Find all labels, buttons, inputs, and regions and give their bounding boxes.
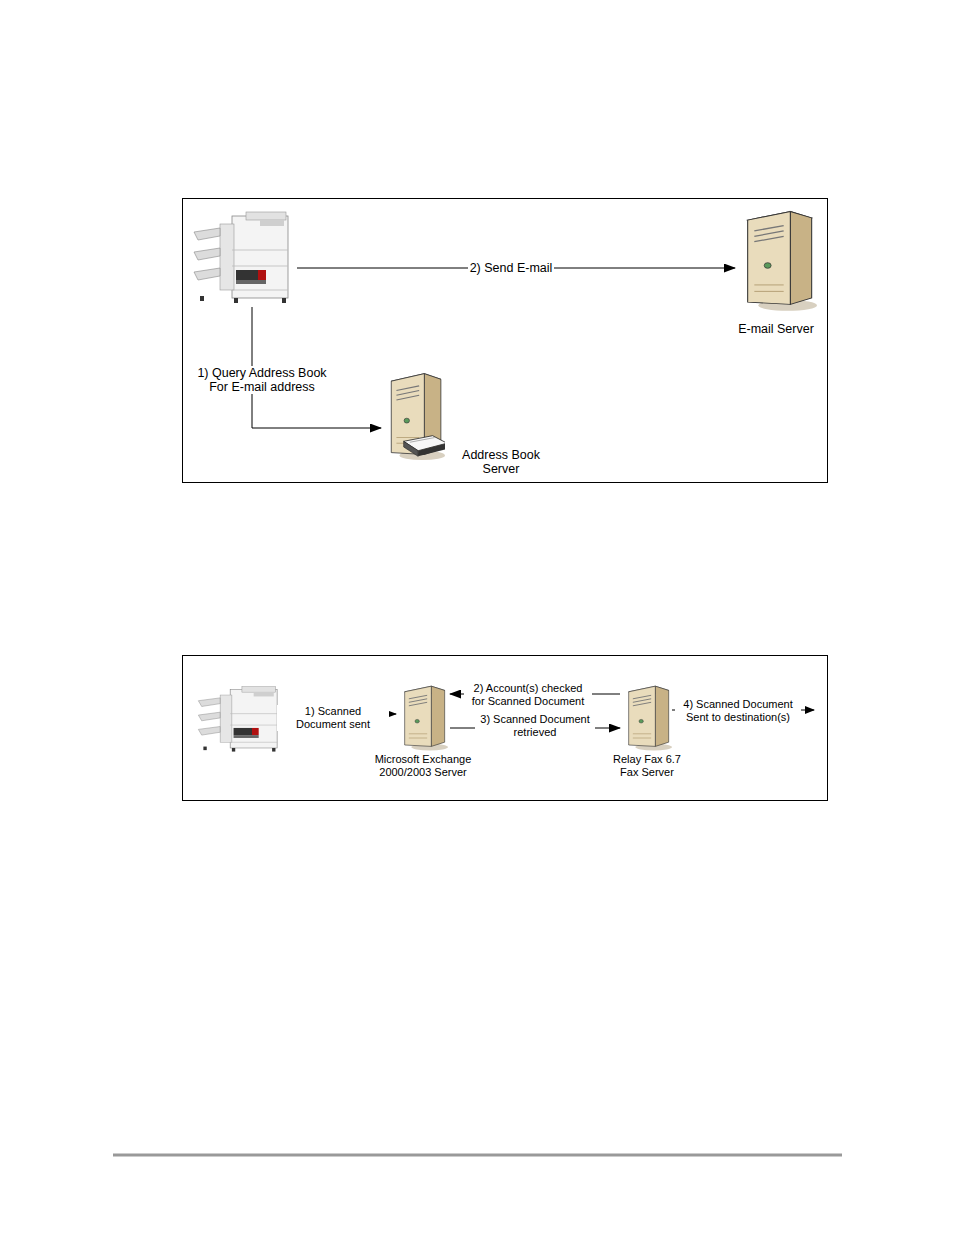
- arrow-label: 4) Scanned Document Sent to destination(…: [675, 698, 801, 723]
- server-icon: [737, 205, 817, 313]
- printer-node: [190, 210, 295, 305]
- panel-frame: [183, 199, 828, 483]
- server-node: Microsoft Exchange 2000/2003 Server: [398, 682, 448, 752]
- edge-label: 1) Scanned Document sent: [277, 705, 389, 730]
- server-icon: [398, 682, 448, 752]
- edge-label: 2) Account(s) checked for Scanned Docume…: [464, 682, 592, 707]
- edge-label: 1) Query Address Book For E-mail address: [186, 366, 338, 395]
- server-label: Relay Fax 6.7 Fax Server: [607, 753, 687, 778]
- panel-frame: [183, 656, 828, 801]
- server-icon: [622, 682, 672, 752]
- server-label: E-mail Server: [716, 322, 836, 336]
- edge-label: 3) Scanned Document retrieved: [475, 713, 595, 738]
- printer-icon: [195, 685, 283, 753]
- edge-label: 2) Send E-mail: [468, 261, 555, 275]
- server-node: E-mail Server: [737, 205, 817, 313]
- footer-rule: [113, 1154, 842, 1157]
- printer-node: [195, 685, 283, 753]
- printer-icon: [190, 210, 295, 305]
- server-node: Relay Fax 6.7 Fax Server: [622, 682, 672, 752]
- server-node: Address Book Server: [383, 368, 445, 462]
- server-icon: [383, 368, 445, 462]
- server-label: Address Book Server: [455, 448, 547, 477]
- server-label: Microsoft Exchange 2000/2003 Server: [367, 753, 479, 778]
